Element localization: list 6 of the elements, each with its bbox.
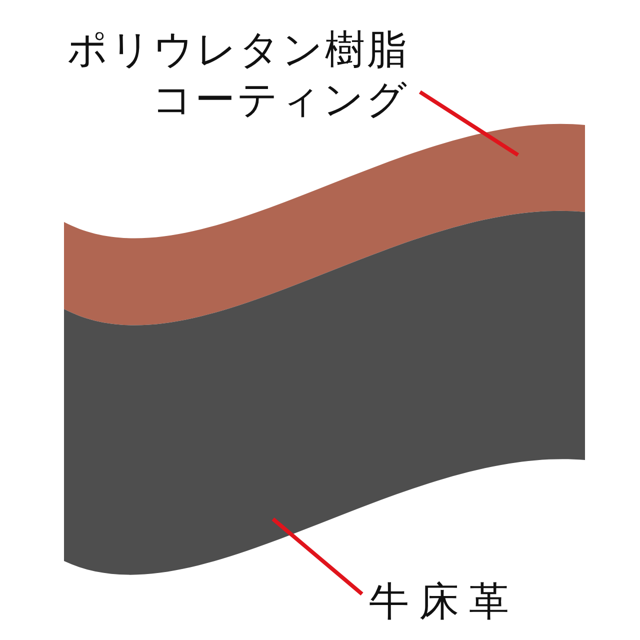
layer-label: ポリウレタン樹脂コーティング xyxy=(63,25,409,125)
layer-label: 牛床革 xyxy=(369,577,519,627)
leader-line xyxy=(272,517,364,596)
coating-layer xyxy=(64,123,585,327)
leader-line xyxy=(418,90,520,157)
leather-layer xyxy=(64,209,585,577)
